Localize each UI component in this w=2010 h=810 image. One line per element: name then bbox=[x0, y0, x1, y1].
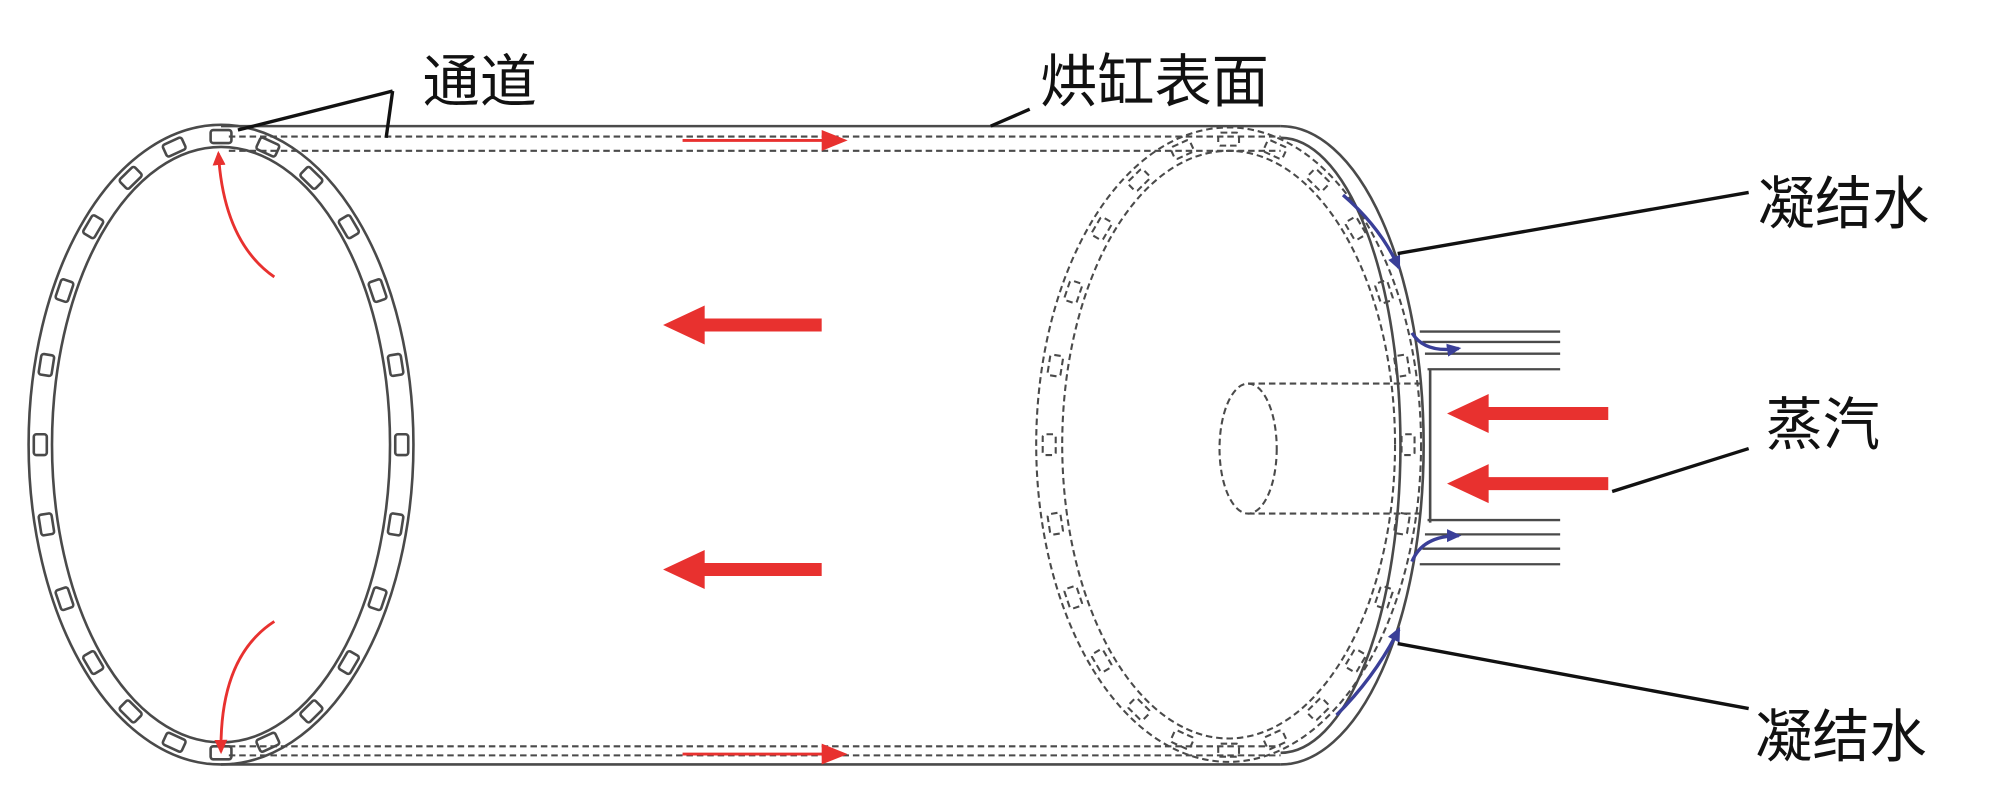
right-end-outer-arc bbox=[1280, 124, 1425, 766]
channel-slot bbox=[118, 165, 143, 191]
channel-slot bbox=[1169, 729, 1195, 751]
label-channel: 通道 bbox=[423, 49, 537, 115]
shaft-end-ellipse bbox=[1218, 382, 1278, 515]
left-channel-slots bbox=[32, 128, 410, 761]
channel-slot bbox=[1090, 648, 1113, 674]
channel-slot bbox=[255, 731, 281, 753]
channel-flow-arrow-top bbox=[682, 130, 848, 151]
channel-slot bbox=[1262, 139, 1288, 160]
internal-flow-arrow-upper bbox=[663, 305, 822, 345]
channel-slot bbox=[337, 214, 361, 240]
left-end-inner-rim bbox=[50, 145, 392, 744]
leader-cylinder-surface bbox=[990, 107, 1031, 128]
left-end-curved-arrow-down bbox=[214, 620, 276, 755]
channel-slot bbox=[1217, 131, 1241, 147]
label-cylinder-surface: 烘缸表面 bbox=[1040, 49, 1269, 115]
right-end-hidden-inner-rim bbox=[1061, 149, 1397, 740]
condensate-arrow-lower-inlet bbox=[1410, 529, 1462, 563]
channel-slot bbox=[161, 136, 187, 158]
channel-flow-arrow-bottom bbox=[682, 743, 848, 765]
steam-pipe-lower bbox=[1419, 518, 1561, 566]
channel-slot bbox=[1169, 139, 1195, 160]
channel-slot bbox=[1344, 648, 1367, 674]
channel-slot bbox=[54, 586, 75, 612]
channel-slot bbox=[1344, 216, 1367, 241]
condensate-arrow-lower-rim bbox=[1335, 626, 1401, 717]
channel-slot bbox=[209, 128, 233, 145]
channel-slot bbox=[54, 278, 75, 304]
channel-slot bbox=[161, 731, 187, 753]
channel-slot bbox=[1126, 697, 1151, 722]
channel-slot bbox=[118, 699, 143, 724]
channel-slot bbox=[299, 165, 324, 191]
leader-condensate-top bbox=[1397, 190, 1749, 256]
channel-slot bbox=[1041, 433, 1057, 457]
leader-channel-1 bbox=[237, 89, 394, 132]
steam-inlet-arrow-lower bbox=[1447, 464, 1609, 504]
right-end-hidden-outer-rim bbox=[1035, 126, 1423, 763]
channel-slot bbox=[32, 432, 49, 457]
channel-slot bbox=[1262, 729, 1288, 751]
leader-channel-2 bbox=[384, 90, 395, 139]
channel-slot bbox=[299, 699, 324, 724]
arrow-head bbox=[821, 130, 848, 151]
channel-slot bbox=[1393, 353, 1411, 378]
channel-slot bbox=[82, 649, 105, 676]
channel-slot bbox=[1063, 279, 1084, 305]
label-condensate-bottom: 凝结水 bbox=[1755, 705, 1927, 771]
leader-steam bbox=[1611, 446, 1750, 494]
channel-slot bbox=[82, 214, 105, 240]
channel-slot bbox=[1046, 353, 1065, 378]
channel-slot bbox=[367, 586, 388, 612]
channel-slot bbox=[1374, 585, 1394, 610]
channel-slot bbox=[1306, 697, 1331, 722]
condensate-arrow-upper-inlet bbox=[1410, 331, 1462, 357]
channel-slot bbox=[37, 352, 56, 378]
steam-inlet-arrow-upper bbox=[1447, 393, 1609, 433]
channel-slot bbox=[386, 512, 405, 537]
channel-slot bbox=[1090, 216, 1113, 241]
channel-slot bbox=[337, 649, 361, 676]
channel-slot bbox=[386, 352, 405, 378]
right-channel-slots bbox=[1041, 131, 1416, 758]
label-condensate-top: 凝结水 bbox=[1758, 172, 1930, 238]
internal-flow-arrow-lower bbox=[663, 549, 822, 589]
arrow-head bbox=[821, 743, 848, 765]
channel-slot bbox=[1306, 168, 1331, 192]
channel-slot bbox=[1063, 585, 1084, 610]
left-end-outer-rim bbox=[27, 123, 415, 766]
channel-slot bbox=[255, 136, 281, 158]
channel-slot bbox=[1046, 511, 1065, 536]
condensate-arrow-upper-rim bbox=[1341, 193, 1401, 271]
label-steam: 蒸汽 bbox=[1766, 393, 1880, 459]
channel-slot bbox=[1374, 279, 1394, 305]
leader-condensate-bottom bbox=[1397, 641, 1749, 711]
channel-slot bbox=[37, 512, 56, 537]
left-end-curved-arrow-up bbox=[212, 150, 276, 279]
channel-slot bbox=[393, 432, 410, 457]
channel-slot bbox=[1126, 168, 1151, 192]
channel-slot bbox=[1400, 433, 1416, 457]
channel-slot bbox=[1393, 511, 1411, 536]
channel-slot bbox=[1217, 742, 1241, 758]
channel-slot bbox=[367, 278, 388, 304]
right-end-inner-arc bbox=[1280, 136, 1402, 755]
